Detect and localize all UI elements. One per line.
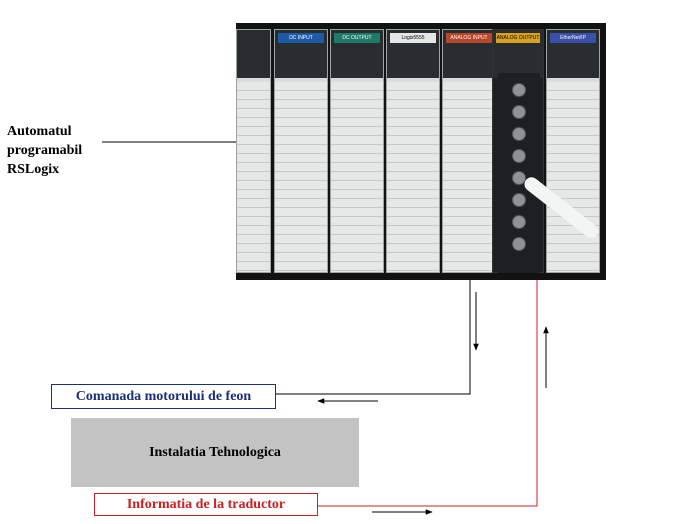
sensor-info-box: Informatia de la traductor [94,493,318,516]
module-tag: ANALOG OUTPUT [496,33,540,43]
terminal-block [498,73,540,273]
module-tag: EtherNet/IP [550,33,596,43]
dc-input-module: DC INPUT [274,29,328,273]
analog-input-module: ANALOG INPUT [442,29,496,273]
module-tag: DC OUTPUT [334,33,380,43]
command-connector [276,280,471,395]
dc-output-module: DC OUTPUT [330,29,384,273]
power-supply-module [236,29,271,273]
installation-box: Instalatia Tehnologica [71,418,359,487]
plc-label: Automatul programabil RSLogix [7,122,82,179]
plc-label-line-1: Automatul [7,124,72,139]
feedback-connector [318,280,538,507]
controller-module: Logix5555 [386,29,440,273]
module-tag: ANALOG INPUT [446,33,492,43]
plc-rack-image: DC INPUT DC OUTPUT Logix5555 ANALOG INPU… [236,23,606,280]
module-tag: Logix5555 [390,33,436,43]
module-tag: DC INPUT [278,33,324,43]
plc-label-line-2: programabil [7,143,83,158]
plc-label-line-3: RSLogix [7,162,60,177]
command-box: Comanada motorului de feon [51,384,276,409]
